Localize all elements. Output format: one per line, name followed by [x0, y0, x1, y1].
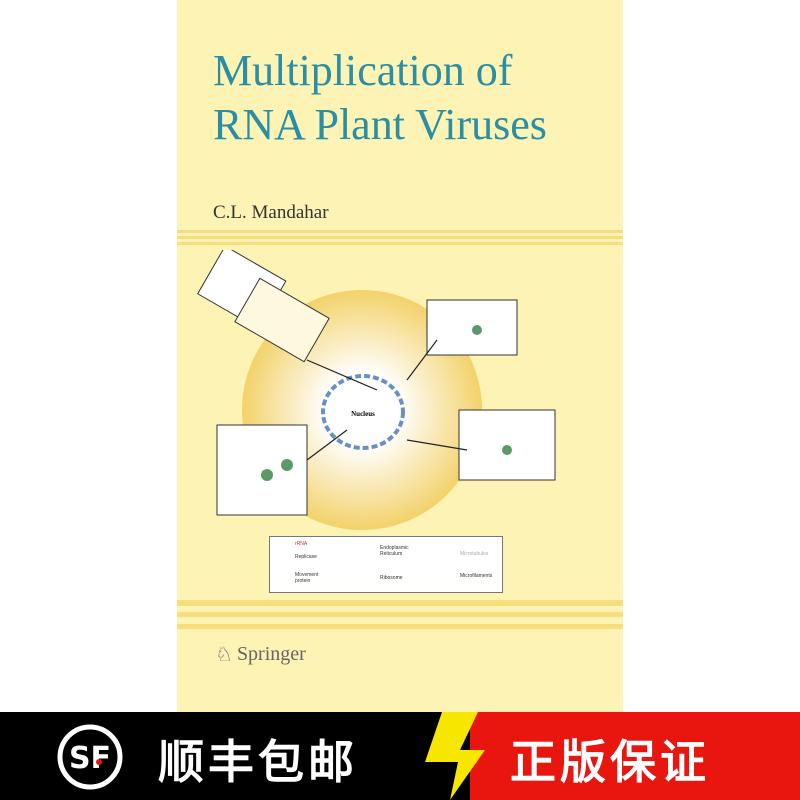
legend-item: Ribosome	[380, 575, 403, 581]
legend-item: rRNA	[295, 541, 308, 547]
legend-item: Replicase	[295, 554, 317, 560]
book-title: Multiplication of RNA Plant Viruses	[213, 44, 547, 152]
title-line-1: Multiplication of	[213, 46, 513, 95]
promo-banner: SF 顺丰包邮 正版保证	[0, 712, 800, 800]
legend-item: Endoplasmic Reticulum	[380, 545, 409, 557]
divider	[177, 236, 623, 239]
divider	[177, 612, 623, 617]
knight-icon: ♘	[215, 644, 233, 666]
legend-item: Microfilaments	[460, 573, 493, 579]
shipping-text: 顺丰包邮	[158, 735, 358, 789]
divider	[177, 230, 623, 233]
publisher-name: Springer	[236, 643, 306, 665]
book-cover: Multiplication of RNA Plant Viruses C.L. …	[177, 0, 623, 712]
title-line-2: RNA Plant Viruses	[213, 100, 547, 149]
divider	[177, 242, 623, 245]
divider	[177, 624, 623, 629]
svg-text:SF: SF	[69, 741, 111, 776]
virus-diagram: Nucleus	[197, 250, 556, 530]
legend-item: Movement protein	[295, 572, 319, 584]
author: C.L. Mandahar	[213, 202, 329, 223]
publisher-logo: ♘Springer	[215, 642, 306, 667]
sf-logo-icon: SF	[57, 724, 123, 790]
diagram-legend: rRNA Replicase Movement protein Endoplas…	[269, 536, 503, 593]
authentic-text: 正版保证	[510, 735, 710, 789]
legend-item: Microtubules	[460, 551, 489, 557]
divider	[177, 600, 623, 606]
authentic-panel	[470, 712, 800, 800]
lightning-bolt-icon	[425, 712, 485, 800]
nucleus-label: Nucleus	[351, 410, 375, 418]
